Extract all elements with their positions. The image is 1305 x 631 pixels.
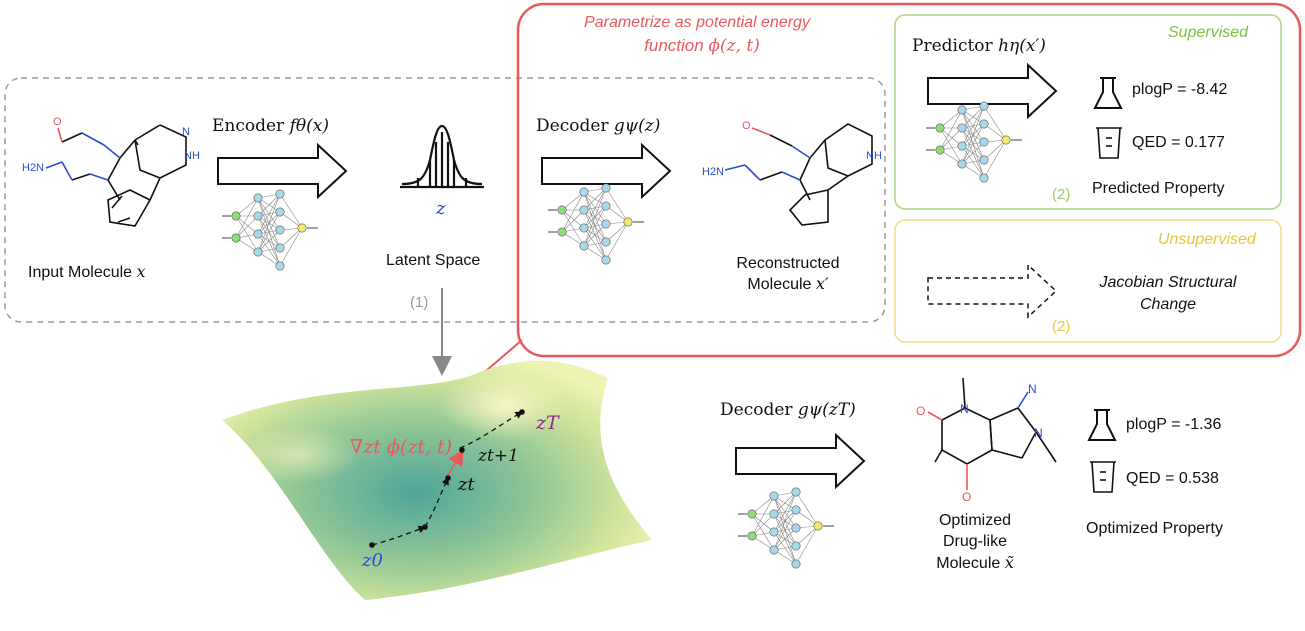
point-z0 [369, 542, 375, 548]
unsupervised-box [894, 219, 1282, 343]
z0-label: z0 [362, 550, 383, 571]
point-zT [519, 409, 525, 415]
optimized-molecule-structure [927, 377, 1057, 490]
encoder-label: Encoder fθ(x) [212, 116, 329, 136]
decoder-final-net [738, 487, 834, 569]
decoder-net [548, 183, 644, 265]
predicted-property-caption: Predicted Property [1092, 180, 1225, 197]
decoder-arrow [541, 142, 672, 200]
beaker-icon [1096, 127, 1122, 159]
supervised-box [894, 14, 1282, 210]
step-1-label: (1) [410, 294, 429, 311]
qed-predicted: QED = 0.177 [1132, 134, 1225, 151]
decoder-final-label: Decoder gψ(zT) [720, 400, 856, 420]
predictor-label: Predictor hη(x′) [912, 36, 1046, 56]
optimized-property-caption: Optimized Property [1086, 520, 1223, 537]
plogp-predicted: plogP = -8.42 [1132, 81, 1228, 98]
beaker-icon-optimized [1090, 461, 1116, 493]
optimized-molecule-label: Optimized Drug-like Molecule x̃ [936, 512, 1014, 572]
atom-nh-ring-input: NH [184, 150, 200, 162]
latent-symbol: z [436, 198, 446, 219]
point-zt [445, 475, 451, 481]
jacobian-label: Jacobian Structural Change [1099, 274, 1237, 313]
atom-n3-optimized: N [1034, 426, 1043, 440]
atom-o-recon: O [742, 120, 751, 132]
potential-title-line1: Parametrize as potential energy [584, 14, 810, 31]
gradient-step-arrow [447, 449, 464, 476]
zT-label: zT [536, 412, 559, 434]
atom-n-ring-input: N [182, 126, 190, 138]
encoder-arrow [217, 142, 348, 200]
plogp-optimized: plogP = -1.36 [1126, 416, 1222, 433]
gradient-label: ∇zt ϕ(zt, t) [350, 436, 453, 458]
autoencoder-frame [4, 77, 886, 323]
atom-h2n-input: H2N [22, 162, 45, 174]
predictor-arrow [927, 62, 1058, 120]
predictor-net [926, 101, 1022, 183]
potential-energy-box [516, 2, 1302, 358]
qed-optimized: QED = 0.538 [1126, 470, 1219, 487]
supervised-tag: Supervised [1168, 24, 1249, 41]
potential-title-line2: function ϕ(z, t) [644, 36, 760, 56]
input-molecule-structure [45, 124, 187, 227]
atom-n-optimized: N [960, 402, 969, 416]
decoder-final-arrow [735, 432, 866, 490]
flask-icon [1093, 77, 1123, 109]
atom-o-top-optimized: O [916, 404, 926, 418]
atom-nh-ring-recon: NH [866, 150, 882, 162]
reconstructed-label: Reconstructed Molecule x′ [736, 255, 840, 293]
jacobian-arrow [927, 263, 1058, 319]
atom-o-input: O [53, 116, 62, 128]
step-2-unsupervised: (2) [1052, 318, 1071, 335]
energy-surface [222, 360, 652, 600]
point-mid [422, 524, 428, 530]
point-zt1 [459, 447, 465, 453]
atom-h2n-recon: H2N [702, 166, 725, 178]
zt-label: zt [458, 474, 475, 495]
encoder-net [222, 189, 318, 271]
input-molecule-label: Input Molecule x [28, 262, 146, 281]
optimization-trajectory [371, 411, 524, 546]
gaussian-icon [400, 124, 484, 189]
atom-n2-optimized: N [1028, 382, 1037, 396]
unsupervised-tag: Unsupervised [1158, 231, 1256, 248]
atom-o-bottom-optimized: O [962, 490, 972, 504]
decoder-label: Decoder gψ(z) [536, 116, 661, 136]
step-2-supervised: (2) [1052, 186, 1071, 203]
flask-icon-optimized [1087, 409, 1117, 441]
reconstructed-molecule-structure [724, 123, 873, 226]
zt1-label: zt+1 [478, 446, 519, 466]
latent-space-label: Latent Space [386, 252, 481, 269]
